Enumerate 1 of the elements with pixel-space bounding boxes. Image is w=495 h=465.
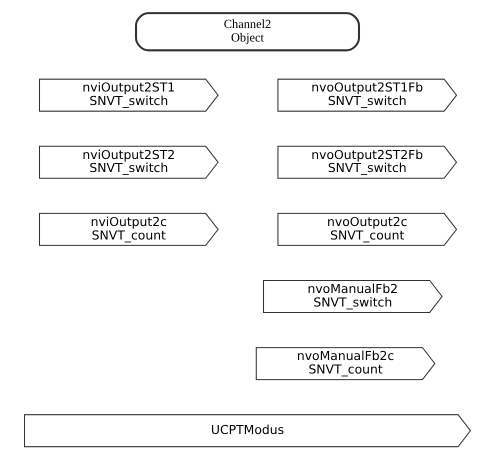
- node-box: Channel2 Object: [134, 12, 360, 51]
